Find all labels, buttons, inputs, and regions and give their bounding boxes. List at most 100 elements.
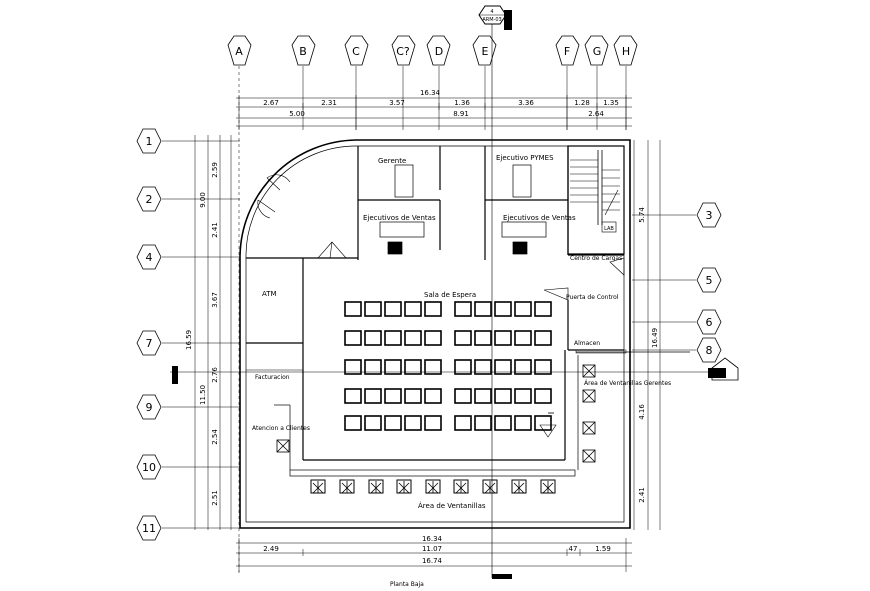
- waiting-chair: [404, 330, 422, 346]
- grid-row-7: 7: [136, 330, 240, 356]
- svg-text:2.41: 2.41: [211, 222, 219, 238]
- svg-text:4: 4: [490, 9, 493, 15]
- svg-text:1: 1: [146, 135, 153, 148]
- label-area-ventanillas: Área de Ventanillas: [418, 501, 486, 510]
- waiting-chair: [424, 359, 442, 375]
- svg-text:2.41: 2.41: [638, 487, 646, 503]
- svg-text:2.54: 2.54: [211, 429, 219, 445]
- grid-column-c2: C?: [391, 35, 416, 130]
- grid-row-1: 1: [136, 128, 240, 154]
- waiting-chair: [424, 330, 442, 346]
- svg-text:2.64: 2.64: [588, 110, 604, 118]
- svg-text:5: 5: [706, 274, 713, 287]
- bottom-dimensions: 16.34 2.49 11.07 47 1.59 16.74: [236, 535, 632, 572]
- grid-column-e: E: [472, 35, 497, 130]
- svg-text:2.59: 2.59: [211, 162, 219, 178]
- svg-text:9: 9: [146, 401, 153, 414]
- grid-column-d: D: [426, 35, 451, 130]
- top-dimensions: 16.34 2.67 2.31 3.57 1.36 3.36 1.28 1.35…: [236, 89, 632, 130]
- waiting-chair: [474, 301, 492, 317]
- waiting-chair: [364, 301, 382, 317]
- waiting-chair: [344, 330, 362, 346]
- section-marker-right: [170, 349, 739, 384]
- teller-station: [396, 479, 412, 494]
- right-dimensions: 5.74 4.16 2.41 16.49: [633, 140, 661, 530]
- label-ejecutivo-pymes: Ejecutivo PYMES: [496, 154, 554, 162]
- waiting-chair: [364, 330, 382, 346]
- svg-text:2.31: 2.31: [321, 99, 337, 107]
- svg-text:3.67: 3.67: [211, 292, 219, 308]
- svg-text:2.76: 2.76: [211, 367, 219, 383]
- svg-text:A: A: [235, 45, 243, 58]
- svg-text:4.16: 4.16: [638, 404, 646, 420]
- label-puerta-control: Puerta de Control: [566, 294, 619, 301]
- grid-row-10: 10: [136, 454, 240, 480]
- waiting-chair: [404, 301, 422, 317]
- svg-text:1.28: 1.28: [574, 99, 590, 107]
- teller-station: [425, 479, 441, 494]
- svg-text:7: 7: [146, 337, 153, 350]
- grid-row-8: 8: [632, 337, 722, 363]
- teller-station: [540, 479, 556, 494]
- svg-text:5.00: 5.00: [289, 110, 305, 118]
- svg-text:2.51: 2.51: [211, 490, 219, 506]
- waiting-chair: [494, 388, 512, 404]
- teller-station: [339, 479, 355, 494]
- svg-text:16.74: 16.74: [422, 557, 443, 565]
- svg-text:3.57: 3.57: [389, 99, 405, 107]
- waiting-chair: [454, 388, 472, 404]
- waiting-chair: [534, 415, 552, 431]
- waiting-chair: [534, 301, 552, 317]
- svg-text:11.50: 11.50: [199, 385, 207, 405]
- waiting-chair: [364, 415, 382, 431]
- grid-row-9: 9: [136, 394, 240, 420]
- teller-station: [453, 479, 469, 494]
- waiting-chair: [494, 330, 512, 346]
- waiting-chair: [474, 330, 492, 346]
- waiting-chair: [404, 359, 422, 375]
- svg-text:11: 11: [142, 522, 156, 535]
- column-grid: A B C C? D E F: [227, 35, 638, 575]
- label-control-cargas: Centro de Cargas: [570, 255, 622, 262]
- svg-text:2: 2: [146, 193, 153, 206]
- svg-text:4: 4: [146, 251, 153, 264]
- grid-column-a: A: [227, 35, 252, 575]
- waiting-chair: [494, 415, 512, 431]
- waiting-chair: [384, 301, 402, 317]
- waiting-chair: [424, 415, 442, 431]
- svg-text:2.67: 2.67: [263, 99, 279, 107]
- svg-text:1.36: 1.36: [454, 99, 470, 107]
- waiting-chair: [364, 359, 382, 375]
- teller-station: [368, 479, 384, 494]
- waiting-chair: [384, 415, 402, 431]
- svg-text:H: H: [622, 45, 630, 58]
- svg-text:C: C: [352, 45, 360, 58]
- grid-row-4: 4: [136, 244, 240, 270]
- svg-text:E: E: [482, 45, 489, 58]
- plan-title: Planta Baja: [390, 581, 424, 588]
- room-labels: Gerente Ejecutivo PYMES Ejecutivos de Ve…: [252, 154, 671, 588]
- svg-text:11.07: 11.07: [422, 545, 442, 553]
- waiting-chair: [404, 415, 422, 431]
- waiting-chair: [494, 301, 512, 317]
- office-furniture: [379, 164, 547, 255]
- waiting-chair: [454, 301, 472, 317]
- svg-text:10: 10: [142, 461, 156, 474]
- waiting-chair: [474, 415, 492, 431]
- waiting-chair: [384, 330, 402, 346]
- label-area-ventanillas-gerentes: Área de Ventanillas Gerentes: [584, 380, 671, 387]
- label-atencion-clientes: Atencion a Clientes: [252, 425, 310, 432]
- grid-row-3: 3: [632, 202, 722, 228]
- waiting-chair: [514, 359, 532, 375]
- waiting-chair: [534, 359, 552, 375]
- waiting-chair: [534, 330, 552, 346]
- label-facturacion: Facturacion: [255, 374, 290, 381]
- waiting-chair: [384, 388, 402, 404]
- waiting-chair: [344, 359, 362, 375]
- waiting-chair: [424, 388, 442, 404]
- waiting-chair: [514, 301, 532, 317]
- label-atm: ATM: [262, 290, 277, 298]
- row-grid: 1 2 3 4 5 6 7: [136, 128, 722, 541]
- teller-stations: [310, 479, 556, 494]
